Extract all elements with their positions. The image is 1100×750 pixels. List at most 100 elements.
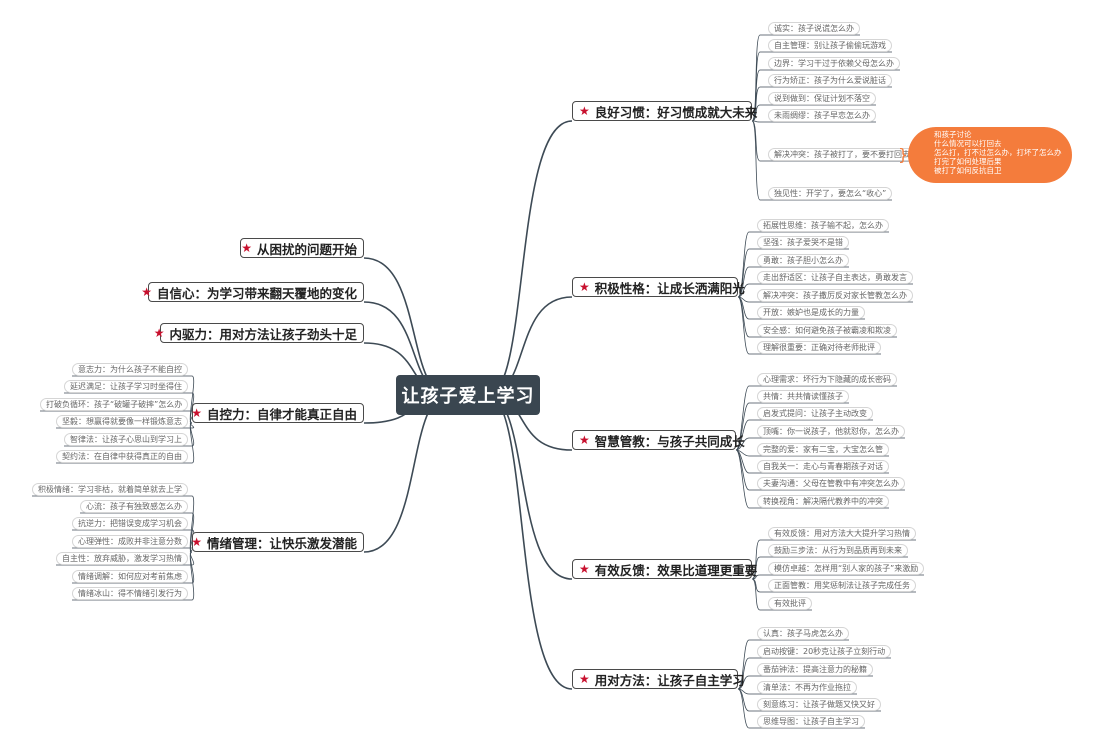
leaf-node[interactable]: 鼓励三步法：从行为到品质再到未来 xyxy=(768,544,908,557)
leaf-node[interactable]: 抗逆力：把错误变成学习机会 xyxy=(72,517,188,530)
branch-node[interactable]: ★有效反馈：效果比道理更重要 xyxy=(572,559,757,579)
star-icon: ★ xyxy=(579,104,590,118)
connector-line xyxy=(737,675,873,690)
star-icon: ★ xyxy=(579,672,590,686)
leaf-node[interactable]: 打破负循环：孩子“破罐子破摔”怎么办 xyxy=(40,398,188,411)
leaf-node[interactable]: 自主管理：别让孩子偷偷玩游戏 xyxy=(768,39,892,52)
callout-note[interactable]: 和孩子讨论 什么情况可以打回去 怎么打，打不过怎么办，打坏了怎么办 打完了如何处… xyxy=(908,127,1072,183)
leaf-node[interactable]: 番茄钟法：提高注意力的秘籍 xyxy=(757,663,873,676)
leaf-node[interactable]: 自主性：放弃威胁，激发学习热情 xyxy=(56,552,188,565)
leaf-node[interactable]: 认真：孩子马虎怎么办 xyxy=(757,627,849,640)
leaf-node[interactable]: 心理需求：坏行为下隐藏的成长密码 xyxy=(757,373,897,386)
branch-node[interactable]: ★ 内驱力：用对方法让孩子劲头十足 xyxy=(154,323,364,343)
connector-line xyxy=(751,86,892,122)
leaf-node[interactable]: 诚实：孩子说谎怎么办 xyxy=(768,22,860,35)
leaf-node[interactable]: 智律法：让孩子心思山到学习上 xyxy=(64,433,188,446)
connector-line xyxy=(737,688,865,729)
connector-line xyxy=(487,394,573,580)
leaf-node[interactable]: 行为矫正：孩子为什么爱说脏话 xyxy=(768,74,892,87)
callout-line: 被打了如何反抗自卫 xyxy=(934,166,1002,175)
branch-node[interactable]: ★从困扰的问题开始 xyxy=(240,238,364,258)
star-icon: ★ xyxy=(241,241,252,255)
leaf-node[interactable]: 完整的爱：家有二宝，大宝怎么管 xyxy=(757,443,889,456)
leaf-node[interactable]: 解决冲突：孩子被打了，要不要打回去 xyxy=(768,148,916,161)
branch-label: 积极性格：让成长洒满阳光 xyxy=(594,280,745,296)
leaf-node[interactable]: 有效批评 xyxy=(768,597,812,610)
branch-node[interactable]: ★ 积极性格：让成长洒满阳光 xyxy=(572,277,745,297)
leaf-node[interactable]: 情绪冰山：得不情绪引发行为 xyxy=(72,587,188,600)
connector-line xyxy=(737,296,913,303)
leaf-node[interactable]: 开放：嫉妒也是成长的力量 xyxy=(757,306,865,319)
leaf-node[interactable]: 拓展性思维：孩子输不起，怎么办 xyxy=(757,219,889,232)
branch-node[interactable]: ★ 情绪管理：让快乐激发潜能 xyxy=(191,532,364,552)
connector-line xyxy=(751,120,892,201)
star-icon: ★ xyxy=(579,433,590,447)
leaf-node[interactable]: 积极情绪：学习非枯，就着简单就去上学 xyxy=(32,483,188,496)
connector-line xyxy=(751,556,908,580)
connector-line xyxy=(56,422,195,464)
branch-label: 有效反馈：效果比道理更重要 xyxy=(594,562,758,578)
leaf-node[interactable]: 顶嘴：你一说孩子，他就怼你，怎么办 xyxy=(757,425,905,438)
connector-line xyxy=(72,551,195,601)
leaf-node[interactable]: 边界：学习干过于依赖父母怎么办 xyxy=(768,57,900,70)
branch-label: 内驱力：用对方法让孩子劲头十足 xyxy=(169,326,357,342)
leaf-node[interactable]: 安全感：如何避免孩子被霸凌和欺凌 xyxy=(757,324,897,337)
branch-label: 良好习惯：好习惯成就大未来 xyxy=(594,104,758,120)
root-node[interactable]: 让孩子爱上学习 xyxy=(396,375,540,415)
branch-label: 自信心：为学习带来翻天覆地的变化 xyxy=(156,285,357,301)
leaf-node[interactable]: 说到做到：保证计划不落空 xyxy=(768,92,876,105)
star-icon: ★ xyxy=(141,285,152,299)
leaf-node[interactable]: 模仿卓越：怎样用“别人家的孩子”来激励 xyxy=(768,562,924,575)
leaf-node[interactable]: 坚毅：想赢得就要像一样锻炼意志 xyxy=(56,415,188,428)
branch-node[interactable]: ★ 良好习惯：好习惯成就大未来 xyxy=(572,101,757,121)
connector-line xyxy=(363,394,449,553)
leaf-node[interactable]: 有效反馈：用对方法大大提升学习热情 xyxy=(768,527,916,540)
branch-node[interactable]: ★用对方法：让孩子自主学习 xyxy=(572,669,745,689)
leaf-node[interactable]: 转换视角：解决隔代教养中的冲突 xyxy=(757,495,889,508)
leaf-node[interactable]: 未雨绸缪：孩子早恋怎么办 xyxy=(768,109,876,122)
branch-node[interactable]: ★ 自信心：为学习带来翻天覆地的变化 xyxy=(141,282,364,302)
callout-brace: } xyxy=(898,145,909,164)
leaf-node[interactable]: 意志力：为什么孩子不能自控 xyxy=(72,363,188,376)
leaf-node[interactable]: 清单法：不再为作业拖拉 xyxy=(757,681,857,694)
leaf-node[interactable]: 启发式提问：让孩子主动改变 xyxy=(757,407,873,420)
leaf-node[interactable]: 坚强：孩子爱哭不是错 xyxy=(757,236,849,249)
leaf-node[interactable]: 共情：共共情读懂孩子 xyxy=(757,390,849,403)
leaf-node[interactable]: 独见性：开学了，要怎么“收心” xyxy=(768,187,892,200)
leaf-node[interactable]: 思维导图：让孩子自主学习 xyxy=(757,715,865,728)
star-icon: ★ xyxy=(191,406,202,420)
leaf-node[interactable]: 勇敢：孩子胆小怎么办 xyxy=(757,254,849,267)
leaf-node[interactable]: 延迟满足：让孩子学习时坐得住 xyxy=(64,380,188,393)
callout-line: 什么情况可以打回去 xyxy=(934,139,1002,148)
leaf-node[interactable]: 理解很重要：正确对待老师批评 xyxy=(757,341,881,354)
connector-line xyxy=(735,419,873,451)
callout-line: 打完了如何处理后果 xyxy=(934,157,1002,166)
connector-line xyxy=(487,120,573,396)
leaf-node[interactable]: 解决冲突：孩子撒厉反对家长管教怎么办 xyxy=(757,289,913,302)
leaf-node[interactable]: 自我关一：走心与青春期孩子对话 xyxy=(757,460,889,473)
leaf-node[interactable]: 刻意练习：让孩子做题又快又好 xyxy=(757,698,881,711)
leaf-node[interactable]: 正面管教：用奖惩制法让孩子完成任务 xyxy=(768,579,916,592)
connector-line xyxy=(751,104,876,122)
connector-line xyxy=(751,574,924,580)
leaf-node[interactable]: 心理弹性：成败并非注意分数 xyxy=(72,535,188,548)
callout-line: 怎么打，打不过怎么办，打坏了怎么办 xyxy=(934,148,1062,157)
connector-line xyxy=(737,296,881,355)
branch-label: 自控力：自律才能真正自由 xyxy=(206,406,357,422)
leaf-node[interactable]: 走出舒适区：让孩子自主表达，勇敢发言 xyxy=(757,271,913,284)
connector-line xyxy=(737,266,849,298)
star-icon: ★ xyxy=(191,535,202,549)
connector-line xyxy=(751,120,876,123)
star-icon: ★ xyxy=(153,326,165,340)
branch-node[interactable]: ★ 自控力：自律才能真正自由 xyxy=(191,403,364,423)
leaf-node[interactable]: 启动按键：20秒克让孩子立刻行动 xyxy=(757,645,891,658)
branch-label: 情绪管理：让快乐激发潜能 xyxy=(206,535,357,551)
connector-line xyxy=(737,657,891,690)
branch-node[interactable]: ★智慧管教：与孩子共同成长 xyxy=(572,430,745,450)
star-icon: ★ xyxy=(579,280,590,294)
leaf-node[interactable]: 夫妻沟通：父母在管教中有冲突怎么办 xyxy=(757,477,905,490)
leaf-node[interactable]: 心流：孩子有独致感怎么办 xyxy=(80,500,188,513)
leaf-node[interactable]: 情绪调解：如何应对考前焦虑 xyxy=(72,570,188,583)
leaf-node[interactable]: 契约法：在自律中获得真正的自由 xyxy=(56,450,188,463)
